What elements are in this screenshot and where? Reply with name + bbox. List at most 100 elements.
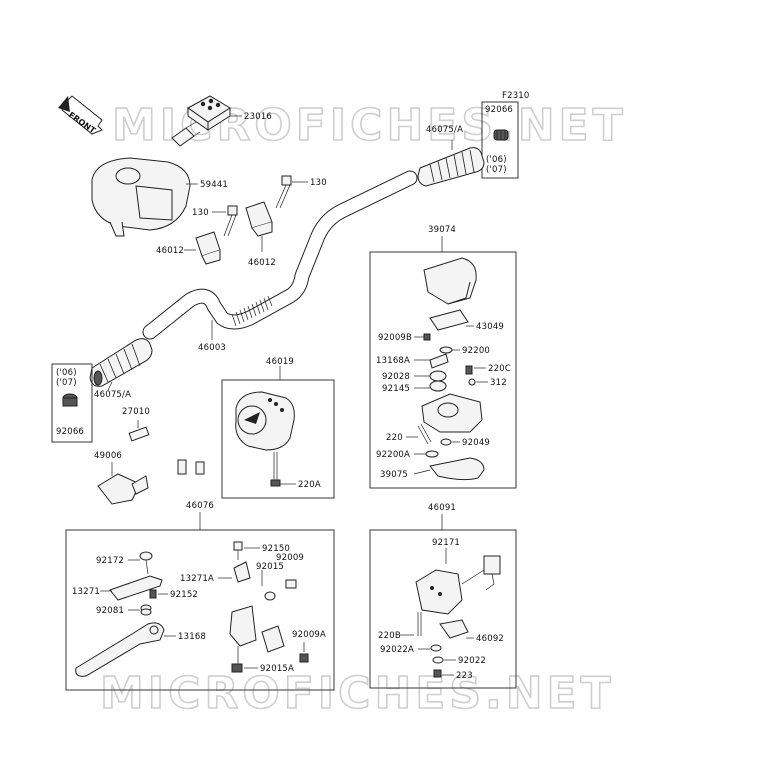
label-220: 220: [386, 433, 403, 443]
lever-13168: [75, 622, 165, 677]
bolt-130-upper: [275, 175, 292, 209]
label-49006: 49006: [94, 451, 122, 461]
year-06-left: ('06): [56, 368, 77, 378]
year-07-right: ('07): [486, 165, 507, 175]
bolt-130-lower: [223, 205, 238, 237]
label-92172: 92172: [96, 556, 124, 566]
switch-bracket: [229, 605, 285, 673]
cable-27010: [128, 412, 205, 475]
throttle-cover: [423, 257, 477, 305]
screw-223: [433, 669, 442, 678]
label-92066-right: 92066: [485, 105, 513, 115]
watermark-bottom: MICROFICHES.NET: [100, 668, 615, 719]
label-92150: 92150: [262, 544, 290, 554]
washer-92022A: [430, 644, 442, 652]
label-312: 312: [490, 378, 507, 388]
label-220B: 220B: [378, 631, 401, 641]
small-parts-39074: [423, 333, 476, 392]
label-220C: 220C: [488, 364, 511, 374]
label-46012-right: 46012: [248, 258, 276, 268]
label-92200A: 92200A: [376, 450, 410, 460]
label-92145: 92145: [382, 384, 410, 394]
front-arrow-icon: FRONT: [58, 95, 103, 135]
label-92009: 92009: [276, 553, 304, 563]
washer-92049: [440, 438, 452, 446]
pin-92152: [149, 589, 157, 599]
label-46019: 46019: [266, 357, 294, 367]
label-59441: 59441: [200, 180, 228, 190]
washer-92200A: [425, 450, 439, 458]
label-46091: 46091: [428, 503, 456, 513]
box-46091: [369, 529, 517, 689]
label-92009B: 92009B: [378, 333, 412, 343]
label-223: 223: [456, 671, 473, 681]
label-13271A: 13271A: [180, 574, 214, 584]
label-92028: 92028: [382, 372, 410, 382]
label-39074: 39074: [428, 225, 456, 235]
switch-housing-46019: [235, 391, 295, 451]
label-130-upper: 130: [310, 178, 327, 188]
label-220A: 220A: [298, 480, 321, 490]
bracket-13271A: [233, 561, 251, 583]
lever-46092: [439, 619, 469, 639]
switch-housing-46091: [415, 555, 501, 615]
label-92066-left: 92066: [56, 427, 84, 437]
label-39075: 39075: [380, 470, 408, 480]
screw-220A: [270, 452, 281, 487]
bar-end-cap-left: [62, 393, 78, 407]
screw-92009: [264, 579, 297, 601]
figure-code: F2310: [502, 91, 530, 101]
label-92152: 92152: [170, 590, 198, 600]
label-46075-right: 46075/A: [426, 125, 463, 135]
label-92022: 92022: [458, 656, 486, 666]
label-92022A: 92022A: [380, 645, 414, 655]
label-92171: 92171: [432, 538, 460, 548]
screw-92009A: [299, 653, 309, 663]
switch-23016: [171, 95, 231, 147]
throttle-housing: [421, 393, 483, 433]
handlebar-46003: [142, 170, 418, 340]
label-13168A: 13168A: [376, 356, 410, 366]
label-130-lower: 130: [192, 208, 209, 218]
screw-220: [417, 423, 432, 445]
label-92081: 92081: [96, 606, 124, 616]
year-07-left: ('07): [56, 378, 77, 388]
label-46075-left: 46075/A: [94, 390, 131, 400]
grip-left: [89, 338, 153, 387]
label-27010: 27010: [122, 407, 150, 417]
bar-end-cap-right: [493, 129, 509, 141]
box-39074: [369, 251, 517, 489]
box-46076: [65, 529, 335, 691]
label-23016: 23016: [244, 112, 272, 122]
year-06-right: ('06): [486, 155, 507, 165]
label-46076: 46076: [186, 501, 214, 511]
spring-92081: [140, 604, 152, 616]
gasket-43049: [429, 309, 469, 331]
bolt-92150: [233, 541, 243, 560]
grip-right: [417, 147, 485, 187]
label-46012-left: 46012: [156, 246, 184, 256]
label-46003: 46003: [198, 343, 226, 353]
box-46019: [221, 379, 335, 499]
label-92049: 92049: [462, 438, 490, 448]
clamp-46012-left: [195, 231, 221, 265]
label-13168: 13168: [178, 632, 206, 642]
label-92200: 92200: [462, 346, 490, 356]
cover-59441: [91, 157, 191, 237]
bracket-13271: [109, 575, 163, 601]
lever-39075: [429, 457, 485, 481]
label-43049: 43049: [476, 322, 504, 332]
years-box-right: [481, 101, 519, 179]
washer-92022: [432, 656, 444, 664]
label-46092: 46092: [476, 634, 504, 644]
label-13271: 13271: [72, 587, 100, 597]
clamp-46012-right: [245, 201, 273, 237]
screw-220B: [417, 612, 422, 636]
label-92015: 92015: [256, 562, 284, 572]
label-92009A: 92009A: [292, 630, 326, 640]
years-box-left: [51, 363, 93, 443]
bolt-92172: [139, 551, 153, 575]
lever-housing-49006: [97, 473, 149, 505]
label-92015A: 92015A: [260, 664, 294, 674]
